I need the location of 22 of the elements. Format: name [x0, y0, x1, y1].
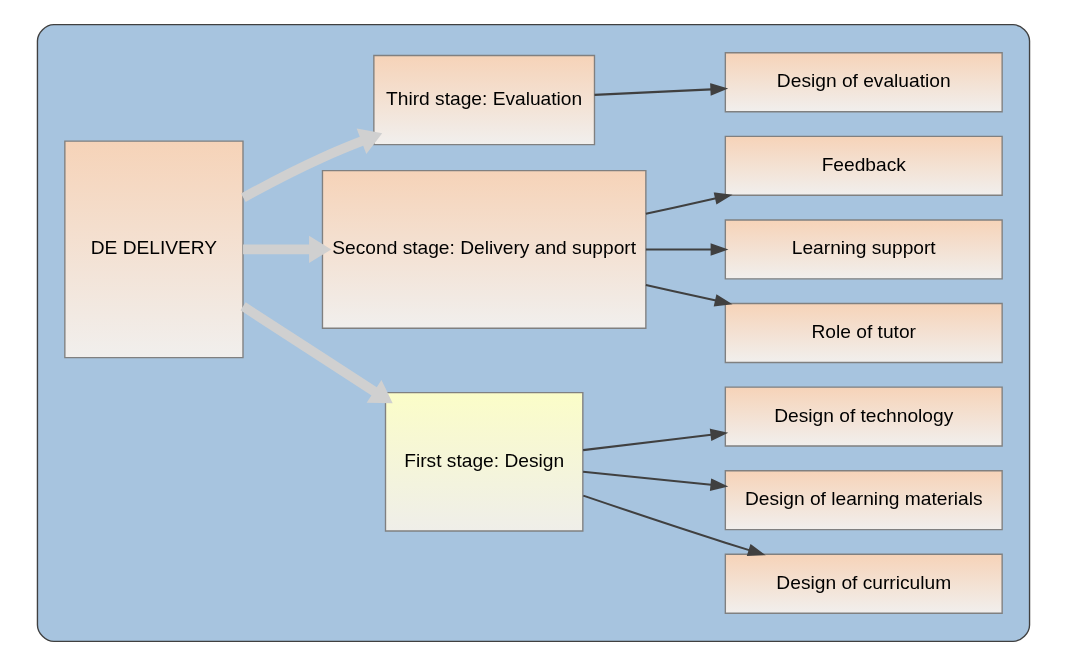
- node-box: Design of curriculum: [724, 553, 1003, 614]
- node-box: DE DELIVERY: [64, 140, 244, 359]
- node-box: Learning support: [724, 219, 1003, 280]
- arrow: [645, 192, 733, 215]
- cluster: [36, 24, 1031, 642]
- arrow: [240, 302, 393, 404]
- node-box: Design of learning materials: [724, 470, 1003, 531]
- node-box: First stage: Design: [384, 391, 584, 532]
- node-box: Design of technology: [724, 386, 1003, 447]
- arrow: [582, 470, 729, 491]
- arrow: [582, 428, 729, 452]
- arrow: [582, 494, 766, 556]
- arrow: [645, 283, 733, 307]
- node-box: Role of tutor: [724, 302, 1003, 364]
- node-box: Third stage: Evaluation: [373, 54, 596, 146]
- node-box: Design of evaluation: [724, 52, 1003, 113]
- arrow: [594, 83, 729, 96]
- node-box: Second stage: Delivery and support: [321, 169, 647, 329]
- arrow: [243, 235, 332, 263]
- arrow: [241, 128, 383, 202]
- arrow: [645, 243, 729, 256]
- node-box: Feedback: [724, 135, 1003, 196]
